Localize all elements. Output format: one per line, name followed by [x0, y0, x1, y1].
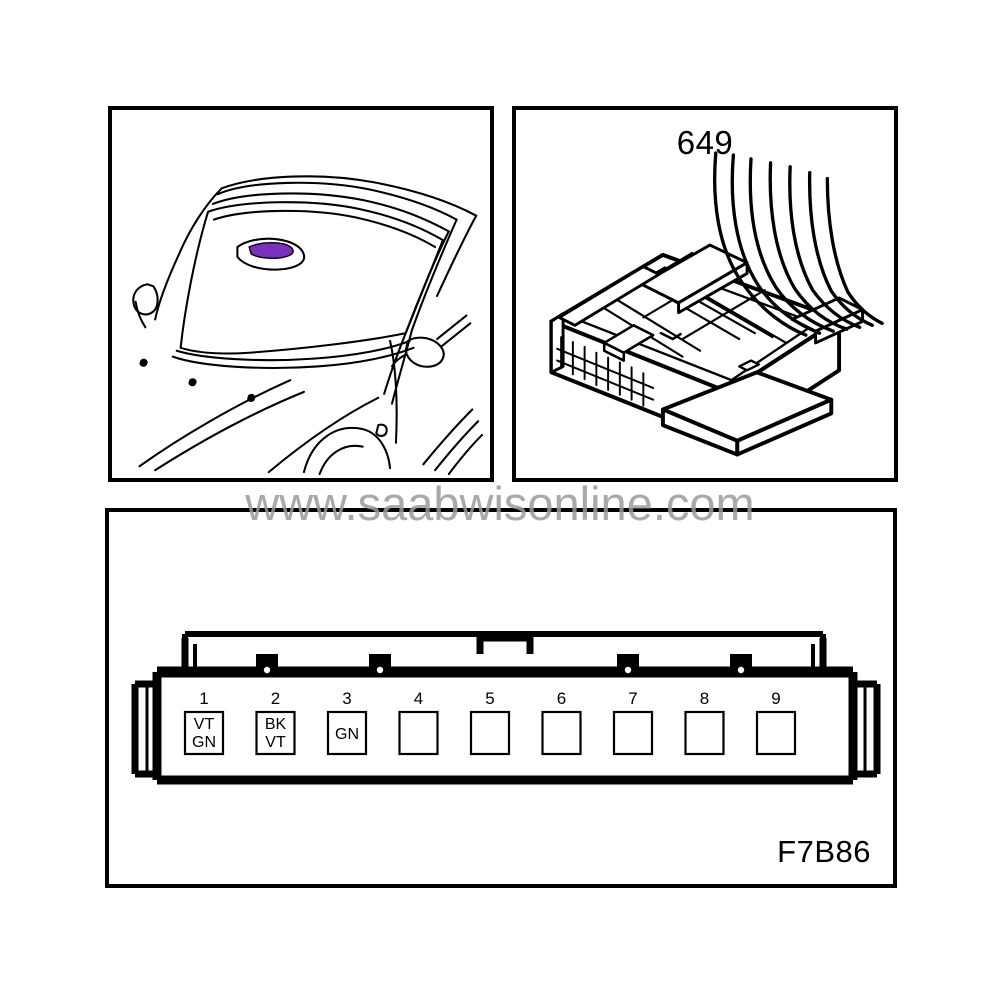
pin-number: 9: [771, 689, 780, 708]
pin-cavity: 7: [612, 689, 654, 756]
pin-number: 3: [342, 689, 351, 708]
pin-cavity: 3GN: [326, 689, 368, 756]
pin-number: 7: [628, 689, 637, 708]
pin-number: 4: [414, 689, 423, 708]
pin-number: 6: [557, 689, 566, 708]
pin-wire-code: VT: [265, 734, 286, 751]
rear-view-mirror-highlight: [236, 237, 306, 271]
panel-connector-illustration: 649: [512, 106, 898, 482]
pin-cavity-box: [326, 710, 368, 756]
pin-wire-code: GN: [335, 726, 359, 743]
pin-cavity: 9: [755, 689, 797, 756]
pin-number: 5: [485, 689, 494, 708]
pin-cavity-box: [398, 710, 439, 756]
pin-number: 1: [199, 689, 208, 708]
pin-number: 2: [271, 689, 280, 708]
connector-number-label: 649: [676, 124, 734, 161]
panel-vehicle-illustration: [108, 106, 494, 482]
pin-cavity: 8: [684, 689, 725, 756]
pin-cavity-box: [469, 710, 511, 756]
pin-cavity-box: [684, 710, 725, 756]
pin-cavity-box: [255, 710, 296, 756]
diagram-code-label: F7B86: [777, 834, 871, 869]
pin-wire-code: BK: [265, 716, 287, 733]
pin-number: 8: [700, 689, 709, 708]
rail-tabs: [256, 654, 752, 674]
pin-cavity: 5: [469, 689, 511, 756]
pin-cavity-box: [183, 710, 225, 756]
pin-cavity: 4: [398, 689, 439, 756]
wire-harness: [713, 151, 884, 337]
rail-tab: [617, 654, 639, 674]
pin-cavity-box: [755, 710, 797, 756]
pin-wire-code: GN: [192, 734, 216, 751]
pin-wire-code: VT: [194, 716, 215, 733]
vehicle-drawing: [132, 175, 484, 476]
keying-notch: [476, 634, 534, 658]
rail-tab: [256, 654, 278, 674]
pin-cavity-box: [541, 710, 582, 756]
pin-cavity: 6: [541, 689, 582, 756]
rail-tab: [369, 654, 391, 674]
pin-cavity-box: [612, 710, 654, 756]
connector-3d-drawing: [549, 151, 884, 457]
rail-tab: [730, 654, 752, 674]
